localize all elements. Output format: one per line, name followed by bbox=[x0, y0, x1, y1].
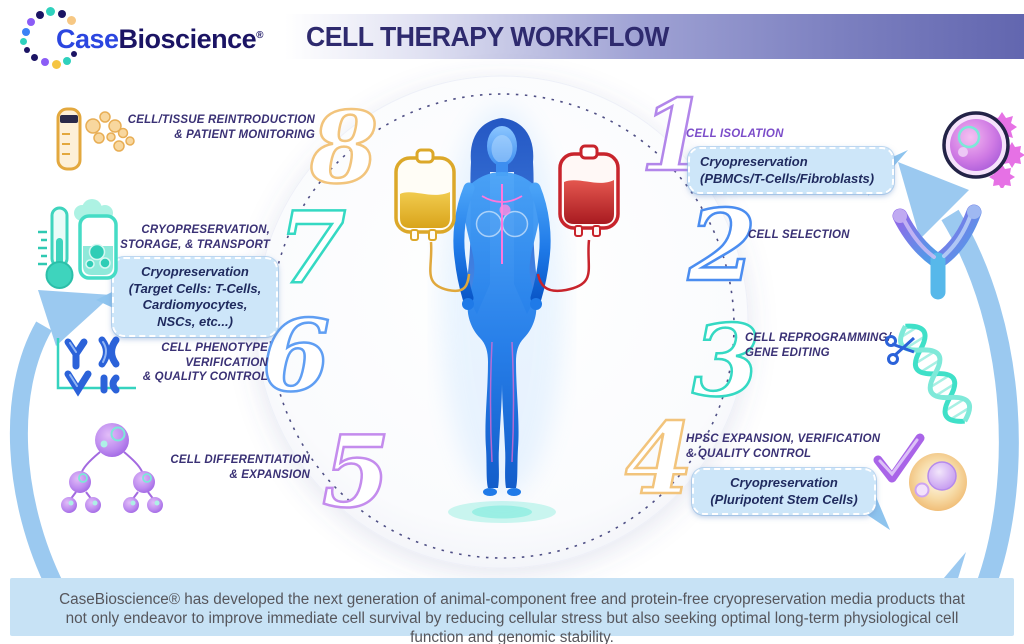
step-number-2: 2 bbox=[687, 189, 758, 304]
footer-description: CaseBioscience® has developed the next g… bbox=[10, 578, 1014, 644]
cryopreservation-box-7: Cryopreservation(Target Cells: T-Cells, … bbox=[112, 257, 278, 337]
left-cycle-arrowhead bbox=[38, 290, 112, 346]
phenotype-antibodies-icon bbox=[42, 326, 150, 407]
cryo-storage-icon bbox=[36, 196, 128, 301]
plasma-bag-icon bbox=[394, 148, 456, 241]
cryopreservation-box-4: Cryopreservation(Pluripotent Stem Cells) bbox=[692, 468, 876, 515]
step-label-5: CELL DIFFERENTIATION& EXPANSION bbox=[170, 454, 310, 481]
blood-bag-tube bbox=[536, 239, 591, 293]
fibroblast-cell-icon bbox=[942, 104, 1024, 193]
cell-differentiation-icon bbox=[56, 420, 170, 519]
cryopreservation-box-1: Cryopreservation(PBMCs/T-Cells/Fibroblas… bbox=[688, 147, 894, 194]
step-number-8: 8 bbox=[309, 91, 380, 206]
workflow-cycle-dashed-circle bbox=[269, 93, 735, 559]
gene-editing-dna-icon bbox=[884, 316, 984, 435]
footer-text: CaseBioscience® has developed the next g… bbox=[59, 591, 965, 644]
step-number-5: 5 bbox=[321, 415, 392, 530]
step-label-2: CELL SELECTION bbox=[748, 229, 850, 241]
left-cycle-arrow bbox=[9, 321, 65, 593]
human-body-figure bbox=[440, 107, 564, 497]
step-label-3: CELL REPROGRAMMING/GENE EDITING bbox=[745, 332, 892, 359]
step-label-8: CELL/TISSUE REINTRODUCTION& PATIENT MONI… bbox=[127, 114, 315, 141]
brand-name: CaseBioscience® bbox=[56, 24, 263, 54]
casebioscience-logo: CaseBioscience® bbox=[18, 4, 268, 69]
vial-cells-icon bbox=[48, 104, 140, 181]
step-label-1: CELL ISOLATION bbox=[686, 128, 784, 140]
antibody-icon bbox=[884, 202, 988, 305]
step-label-4: HPSC EXPANSION, VERIFICATION& QUALITY CO… bbox=[686, 433, 881, 460]
title-banner bbox=[285, 14, 1024, 59]
right-cycle-arrow bbox=[941, 209, 1019, 592]
step-label-7: CRYOPRESERVATION,STORAGE, & TRANSPORT bbox=[120, 224, 270, 251]
step-number-3: 3 bbox=[691, 304, 762, 419]
step-number-4: 4 bbox=[624, 402, 695, 517]
step-number-7: 7 bbox=[277, 191, 348, 306]
page-title: CELL THERAPY WORKFLOW bbox=[306, 21, 669, 52]
plasma-bag-tube bbox=[429, 241, 471, 293]
blood-bag-icon bbox=[558, 144, 620, 237]
right-cycle-arrowhead bbox=[898, 162, 969, 239]
stem-cell-check-icon bbox=[868, 424, 976, 525]
